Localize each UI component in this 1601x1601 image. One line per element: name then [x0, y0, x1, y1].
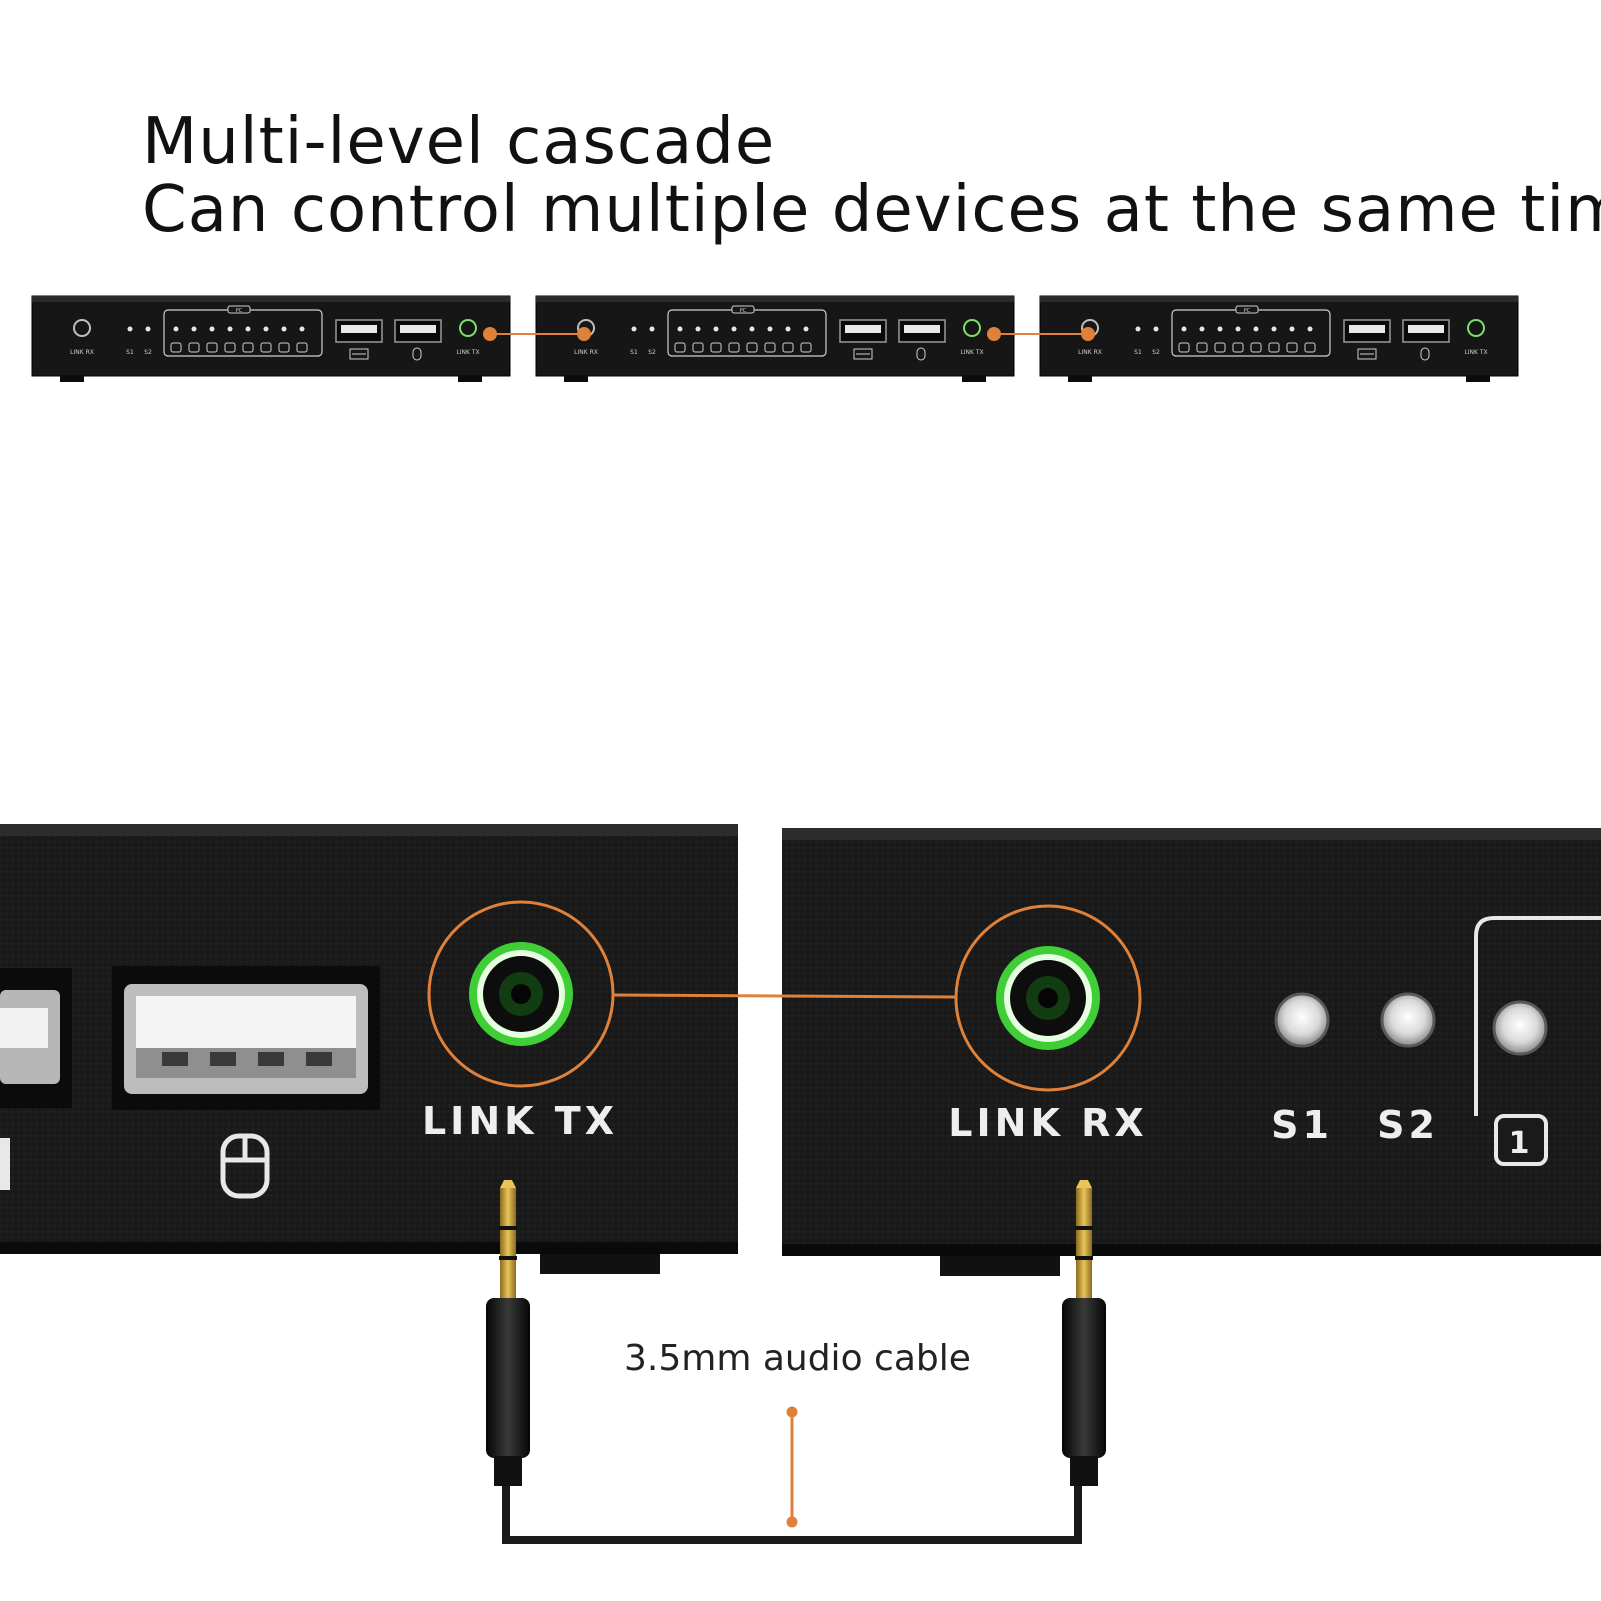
closeup-device-left: LINK TX — [0, 824, 738, 1254]
jack-connector-line — [612, 993, 957, 999]
unit-3-s2-label: S2 — [1152, 349, 1160, 356]
unit-3-link-tx-label: LINK TX — [1464, 349, 1487, 356]
cable-label-pointer — [786, 1406, 798, 1528]
unit-2-link-tx-label: LINK TX — [960, 349, 983, 356]
unit-3-pc-label: PC — [1244, 308, 1251, 314]
audio-cable — [486, 1180, 1106, 1544]
link-tx-label: LINK TX — [422, 1099, 618, 1143]
unit-1-link-rx-label: LINK RX — [70, 349, 94, 356]
unit-2-s1-label: S1 — [630, 349, 638, 356]
s2-led-icon — [1380, 992, 1436, 1048]
usb-port-icon — [112, 966, 380, 1110]
closeup-device-right: LINK RX S1 S2 1 — [782, 828, 1601, 1256]
usb-port-icon — [0, 968, 72, 1108]
link-rx-jack — [954, 904, 1142, 1092]
headline-line-1: Multi-level cascade — [142, 105, 776, 179]
device-unit-2: LINK RX LINK TX S1 S2 PC — [535, 295, 1015, 383]
headline-line-2: Can control multiple devices at the same… — [142, 173, 1601, 247]
link-rx-label: LINK RX — [948, 1101, 1147, 1145]
port-1-label: 1 — [1509, 1126, 1534, 1161]
unit-2-link-rx-label: LINK RX — [574, 349, 598, 356]
cascade-connectors — [483, 327, 1095, 341]
device-unit-1: LINK RX LINK TX S1 S2 PC — [31, 295, 511, 383]
s1-label: S1 — [1271, 1103, 1333, 1147]
unit-2-s2-label: S2 — [648, 349, 656, 356]
unit-1-s2-label: S2 — [144, 349, 152, 356]
cable-label: 3.5mm audio cable — [624, 1338, 971, 1379]
s1-led-icon — [1274, 992, 1330, 1048]
headline: Multi-level cascade Can control multiple… — [142, 108, 1601, 244]
unit-1-link-tx-label: LINK TX — [456, 349, 479, 356]
mouse-icon — [220, 1133, 270, 1199]
unit-1-pc-label: PC — [236, 308, 243, 314]
device-unit-3: LINK RX LINK TX S1 S2 PC — [1039, 295, 1519, 383]
s2-label: S2 — [1377, 1103, 1439, 1147]
link-tx-jack — [427, 900, 615, 1088]
unit-2-pc-label: PC — [740, 308, 747, 314]
unit-3-s1-label: S1 — [1134, 349, 1142, 356]
port-1-led-icon — [1492, 1000, 1548, 1056]
unit-1-s1-label: S1 — [126, 349, 134, 356]
unit-3-link-rx-label: LINK RX — [1078, 349, 1102, 356]
